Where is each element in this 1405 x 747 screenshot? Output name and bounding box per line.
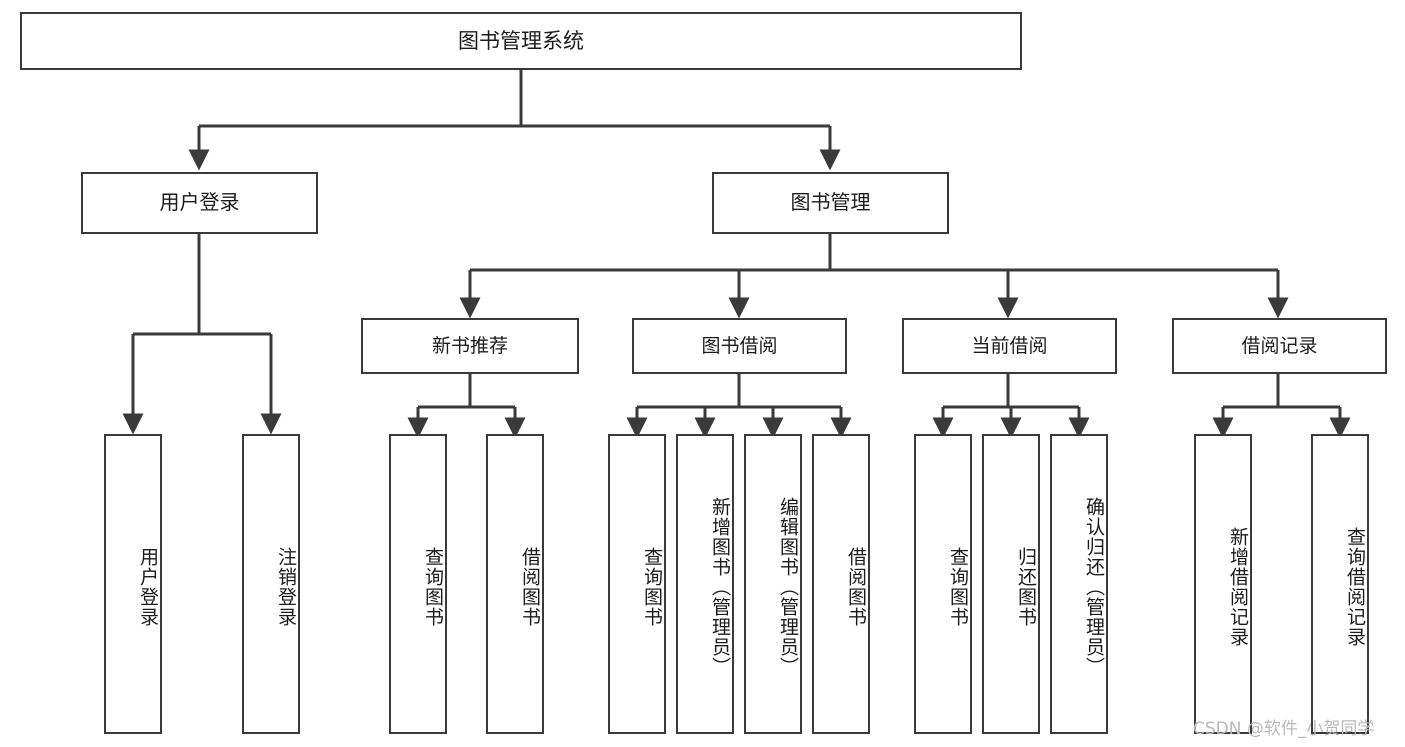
node-borrow-record[interactable]: 借阅记录 [1172,318,1387,374]
node-label: 用户登录 [159,190,240,215]
node-root-system[interactable]: 图书管理系统 [20,12,1022,70]
node-label: 图书管理系统 [458,28,584,53]
node-label: 借阅图书 [519,547,541,627]
leaf-edit-book[interactable]: 编辑图书（管理员） [744,434,802,734]
leaf-user-login[interactable]: 用户登录 [104,434,162,734]
node-book-borrow[interactable]: 图书借阅 [632,318,847,374]
node-label: 图书管理 [790,190,871,215]
leaf-return-book[interactable]: 归还图书 [982,434,1040,734]
node-book-manage[interactable]: 图书管理 [712,172,949,234]
node-label: 编辑图书（管理员） [777,497,799,677]
node-label: 查询图书 [947,547,969,627]
leaf-query-book-borrow[interactable]: 查询图书 [608,434,666,734]
node-label: 确认归还（管理员） [1083,497,1105,677]
node-label: 查询图书 [422,547,444,627]
node-label: 借阅记录 [1241,334,1318,357]
node-label: 查询图书 [641,547,663,627]
node-label: 注销登录 [275,547,297,627]
leaf-add-book[interactable]: 新增图书（管理员） [676,434,734,734]
leaf-query-book-current[interactable]: 查询图书 [914,434,972,734]
leaf-query-book-recommend[interactable]: 查询图书 [389,434,447,734]
node-label: 图书借阅 [701,334,778,357]
node-label: 新增图书（管理员） [709,497,731,677]
node-label: 借阅图书 [845,547,867,627]
leaf-add-borrow-record[interactable]: 新增借阅记录 [1194,434,1252,734]
node-label: 查询借阅记录 [1344,527,1366,647]
leaf-borrow-book[interactable]: 借阅图书 [812,434,870,734]
leaf-query-borrow-record[interactable]: 查询借阅记录 [1311,434,1369,734]
node-label: 新增借阅记录 [1227,527,1249,647]
node-new-book-recommend[interactable]: 新书推荐 [361,318,579,374]
leaf-borrow-book-recommend[interactable]: 借阅图书 [486,434,544,734]
node-user-login[interactable]: 用户登录 [81,172,318,234]
leaf-confirm-return[interactable]: 确认归还（管理员） [1050,434,1108,734]
node-label: 新书推荐 [431,334,508,357]
node-label: 用户登录 [137,547,159,627]
node-current-borrow[interactable]: 当前借阅 [902,318,1117,374]
node-label: 归还图书 [1015,547,1037,627]
leaf-logout[interactable]: 注销登录 [242,434,300,734]
csdn-watermark: CSDN @软件_小贺同学 [1193,719,1375,739]
node-label: 当前借阅 [971,334,1048,357]
